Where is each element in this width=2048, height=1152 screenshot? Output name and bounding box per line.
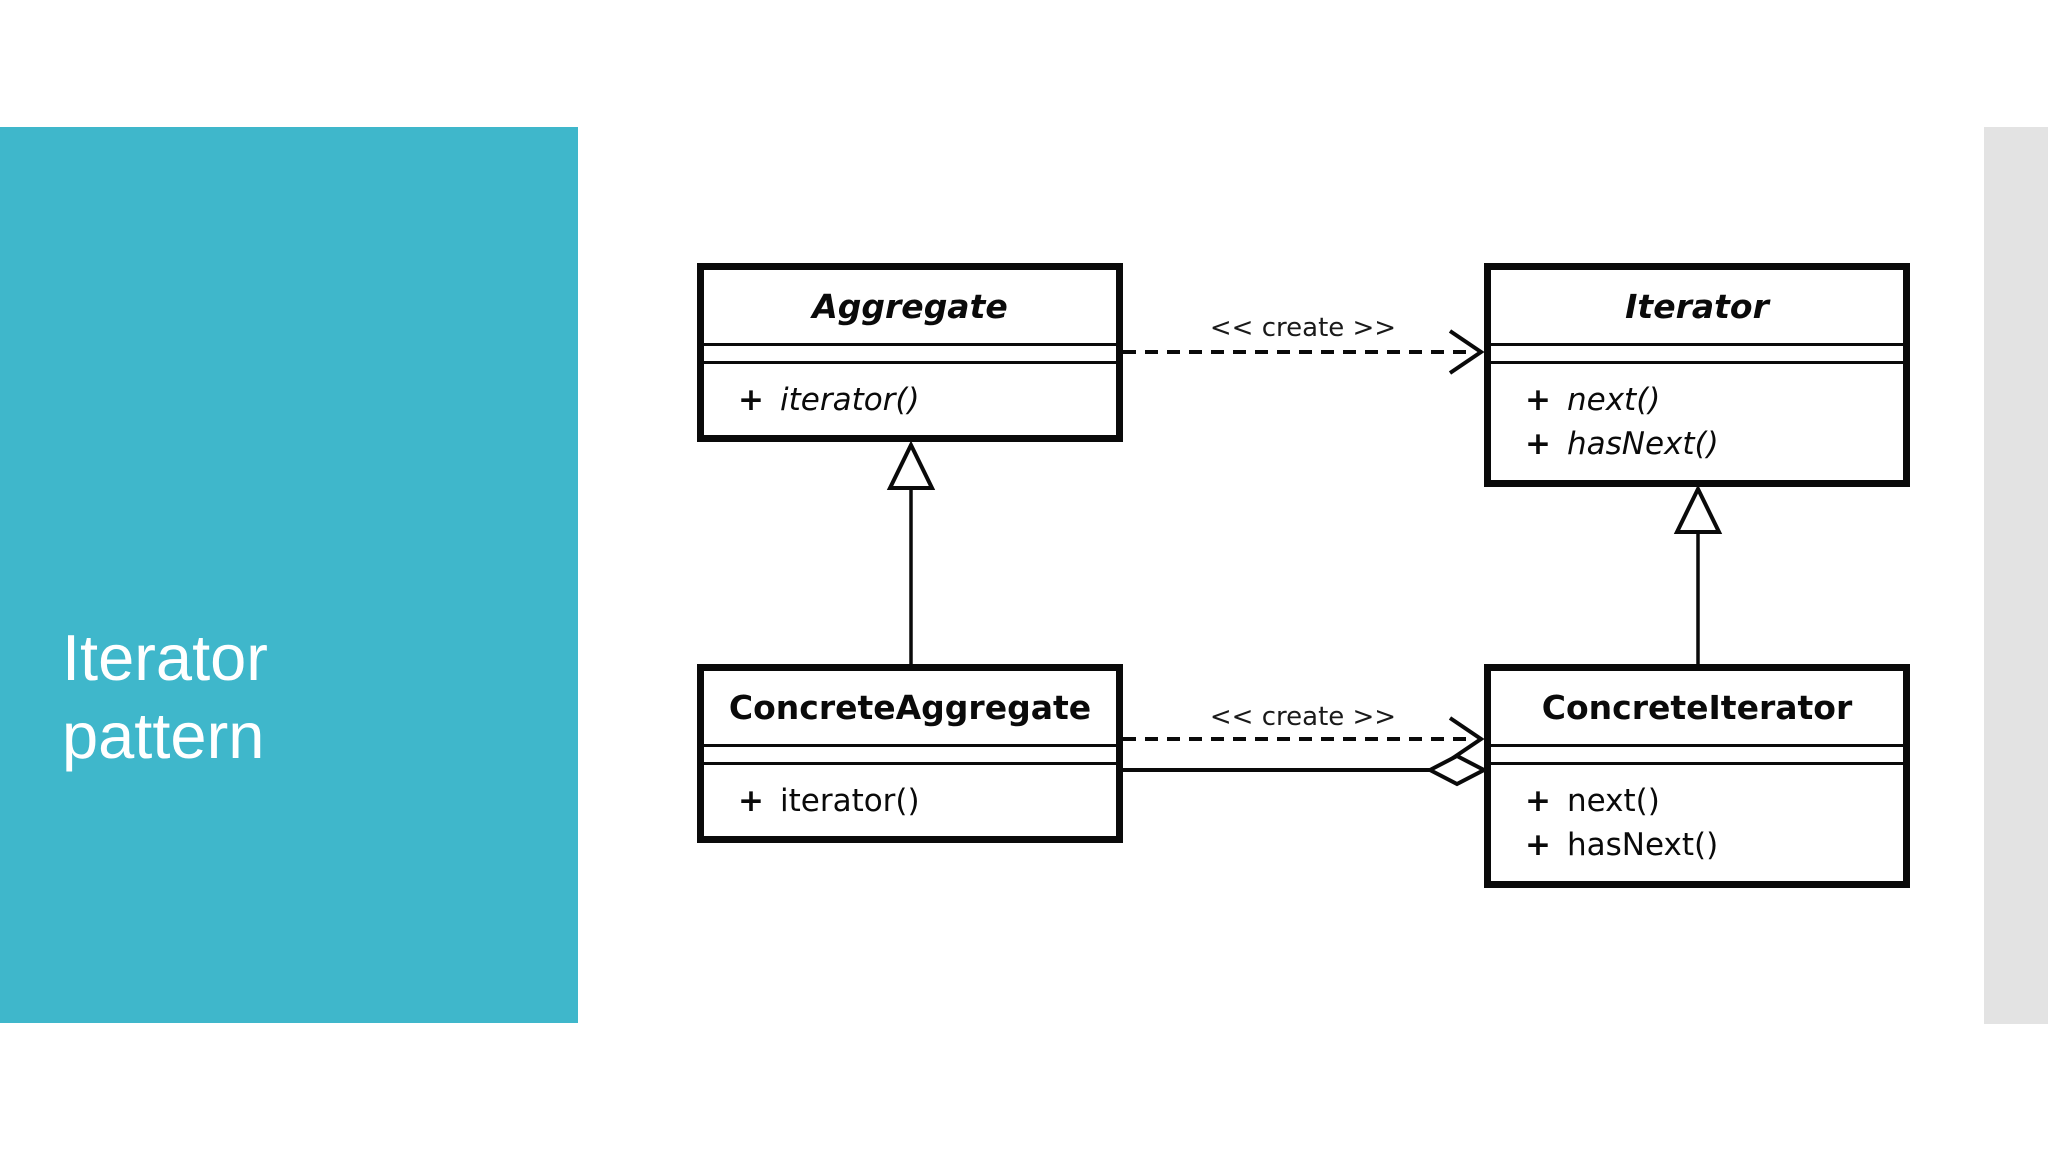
methods-compartment: + next() + hasNext() xyxy=(1491,765,1903,881)
create-stereotype-label-top: << create >> xyxy=(1209,313,1397,343)
uml-method: + iterator() xyxy=(738,779,1116,823)
side-strip xyxy=(1984,127,2048,1024)
attributes-compartment xyxy=(704,747,1116,765)
aggregation-association xyxy=(1123,753,1489,787)
method-signature: next() xyxy=(1566,382,1661,418)
method-signature: hasNext() xyxy=(1566,827,1719,863)
uml-method: + next() xyxy=(1525,779,1903,823)
title-panel: Iterator pattern xyxy=(0,127,578,1023)
uml-class-concrete-iterator: ConcreteIterator + next() + hasNext() xyxy=(1484,664,1910,888)
class-name: Iterator xyxy=(1491,270,1903,346)
methods-compartment: + iterator() xyxy=(704,364,1116,435)
visibility-symbol: + xyxy=(738,381,764,418)
methods-compartment: + next() + hasNext() xyxy=(1491,364,1903,480)
aggregation-diamond-icon xyxy=(1425,753,1489,787)
attributes-compartment xyxy=(1491,747,1903,765)
uml-class-aggregate: Aggregate + iterator() xyxy=(697,263,1123,442)
method-signature: hasNext() xyxy=(1566,426,1719,462)
hollow-triangle-icon xyxy=(1673,484,1723,534)
slide-title: Iterator pattern xyxy=(62,621,268,772)
visibility-symbol: + xyxy=(1525,827,1551,863)
class-name: Aggregate xyxy=(704,270,1116,346)
create-stereotype-label-bottom: << create >> xyxy=(1209,702,1397,732)
open-arrowhead-icon xyxy=(1448,329,1485,375)
visibility-symbol: + xyxy=(1525,783,1551,819)
class-name: ConcreteAggregate xyxy=(704,671,1116,747)
uml-class-concrete-aggregate: ConcreteAggregate + iterator() xyxy=(697,664,1123,843)
attributes-compartment xyxy=(704,346,1116,364)
hollow-triangle-icon xyxy=(886,440,936,490)
visibility-symbol: + xyxy=(738,782,764,819)
uml-class-iterator: Iterator + next() + hasNext() xyxy=(1484,263,1910,487)
generalization-iterator xyxy=(1673,484,1723,664)
method-signature: iterator() xyxy=(779,381,920,418)
methods-compartment: + iterator() xyxy=(704,765,1116,836)
uml-method: + iterator() xyxy=(738,378,1116,422)
uml-method: + hasNext() xyxy=(1525,823,1903,867)
generalization-aggregate xyxy=(886,440,936,664)
class-name: ConcreteIterator xyxy=(1491,671,1903,747)
uml-method: + next() xyxy=(1525,378,1903,422)
visibility-symbol: + xyxy=(1525,382,1551,418)
method-signature: next() xyxy=(1566,783,1660,819)
uml-method: + hasNext() xyxy=(1525,422,1903,466)
visibility-symbol: + xyxy=(1525,426,1551,462)
attributes-compartment xyxy=(1491,346,1903,364)
open-arrowhead-icon xyxy=(1448,716,1485,762)
method-signature: iterator() xyxy=(779,782,920,819)
